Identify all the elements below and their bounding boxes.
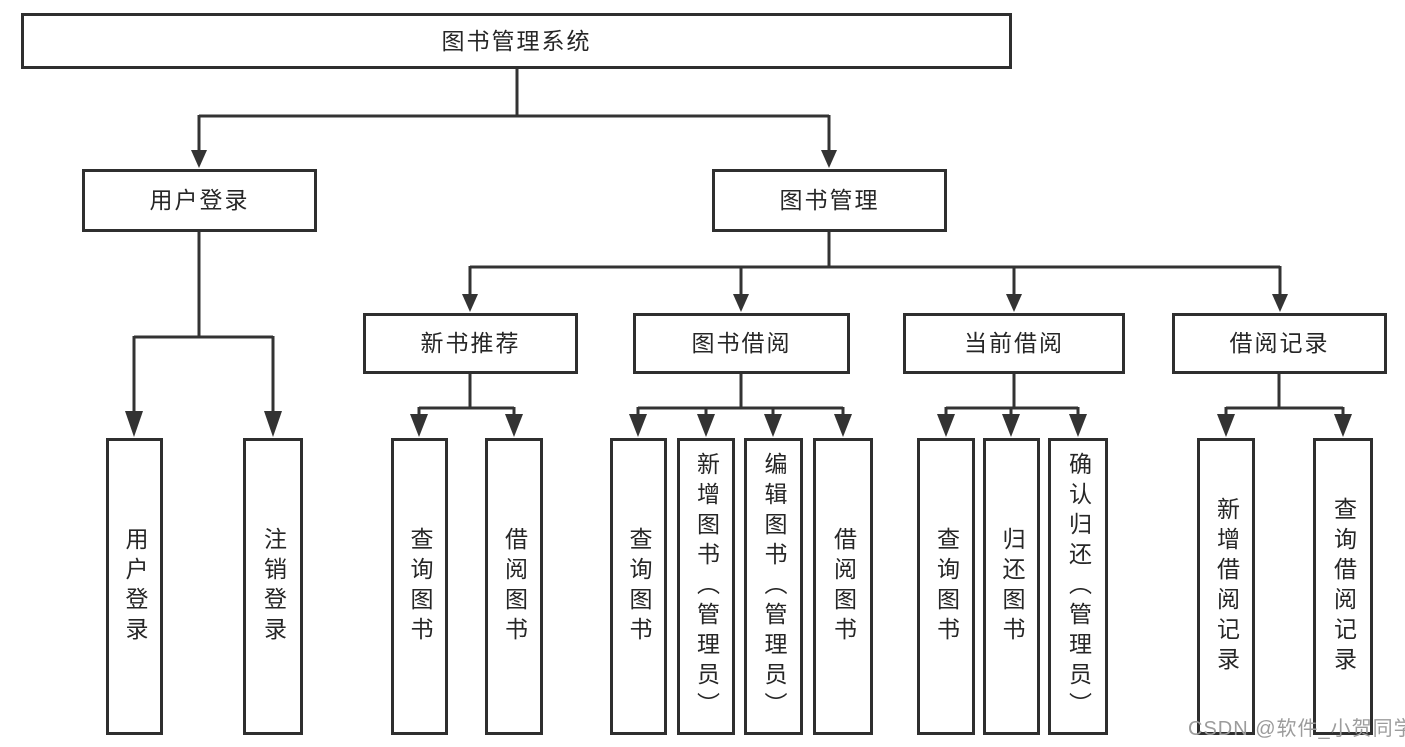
node-book-borrow-label: 图书借阅 xyxy=(691,330,792,356)
arrowhead-down-icon xyxy=(1006,294,1022,312)
node-current-borrow-label: 当前借阅 xyxy=(964,330,1064,356)
arrowhead-down-icon xyxy=(410,414,428,437)
arrowhead-down-icon xyxy=(1002,414,1020,437)
arrowhead-down-icon xyxy=(1334,414,1352,437)
arrowhead-down-icon xyxy=(764,414,782,437)
leaf-edit-book: 编辑图书（管理员） xyxy=(744,438,803,735)
arrowhead-down-icon xyxy=(1217,414,1235,437)
arrowhead-down-icon xyxy=(834,414,852,437)
node-user-login-label: 用户登录 xyxy=(149,187,250,213)
branch-line xyxy=(944,374,1080,416)
leaf-return-book: 归还图书 xyxy=(983,438,1040,735)
connector-current-borrow-branch xyxy=(937,374,1087,437)
leaf-edit-book-label: 编辑图书（管理员） xyxy=(761,451,787,722)
leaf-query-record-label: 查询借阅记录 xyxy=(1330,496,1357,677)
connector-user-login-branch xyxy=(125,232,282,437)
branch-line xyxy=(1224,374,1345,416)
leaf-query-book-borrow-label: 查询图书 xyxy=(626,526,652,647)
branch-line xyxy=(468,232,1282,296)
branch-line xyxy=(417,374,516,416)
branch-line xyxy=(197,68,831,152)
node-book-mgmt-label: 图书管理 xyxy=(779,187,880,213)
leaf-add-book-label: 新增图书（管理员） xyxy=(693,451,720,722)
watermark: CSDN @软件_小贺同学 xyxy=(1188,718,1405,740)
leaf-borrow-book-newrec-label: 借阅图书 xyxy=(501,526,528,647)
node-root-label: 图书管理系统 xyxy=(441,27,592,54)
leaf-borrow-book-newrec: 借阅图书 xyxy=(485,438,543,735)
leaf-confirm-return: 确认归还（管理员） xyxy=(1048,438,1108,735)
arrowhead-down-icon xyxy=(821,150,837,168)
arrowhead-down-icon xyxy=(629,414,647,437)
arrowhead-down-icon xyxy=(733,294,749,312)
node-root: 图书管理系统 xyxy=(21,13,1012,69)
node-book-borrow: 图书借阅 xyxy=(633,313,850,374)
leaf-query-book-borrow: 查询图书 xyxy=(610,438,667,735)
node-new-book-rec-label: 新书推荐 xyxy=(420,330,521,356)
leaf-add-record: 新增借阅记录 xyxy=(1197,438,1255,735)
arrowhead-down-icon xyxy=(125,411,143,437)
arrowhead-down-icon xyxy=(697,414,715,437)
leaf-query-book-newrec: 查询图书 xyxy=(391,438,448,735)
connector-new-book-branch xyxy=(410,374,523,437)
connector-borrow-records-branch xyxy=(1217,374,1352,437)
arrowhead-down-icon xyxy=(264,411,282,437)
leaf-confirm-return-label: 确认归还（管理员） xyxy=(1065,451,1092,722)
node-borrow-records-label: 借阅记录 xyxy=(1229,330,1330,356)
arrowhead-down-icon xyxy=(191,150,207,168)
leaf-add-book: 新增图书（管理员） xyxy=(677,438,735,735)
arrowhead-down-icon xyxy=(937,414,955,437)
arrowhead-down-icon xyxy=(505,414,523,437)
leaf-query-book-newrec-label: 查询图书 xyxy=(407,526,433,647)
connector-book-mgmt-branch xyxy=(462,232,1288,312)
leaf-logout: 注销登录 xyxy=(243,438,303,735)
leaf-user-login: 用户登录 xyxy=(106,438,163,735)
node-user-login: 用户登录 xyxy=(82,169,317,232)
branch-line xyxy=(636,374,845,416)
branch-line xyxy=(132,232,275,414)
leaf-query-record: 查询借阅记录 xyxy=(1313,438,1373,735)
connector-book-borrow-branch xyxy=(629,374,852,437)
arrowhead-down-icon xyxy=(1069,414,1087,437)
arrowhead-down-icon xyxy=(462,294,478,312)
node-current-borrow: 当前借阅 xyxy=(903,313,1125,374)
node-book-mgmt: 图书管理 xyxy=(712,169,947,232)
connector-root-branch xyxy=(191,68,837,168)
arrowhead-down-icon xyxy=(1272,294,1288,312)
node-borrow-records: 借阅记录 xyxy=(1172,313,1387,374)
leaf-add-record-label: 新增借阅记录 xyxy=(1213,496,1240,677)
leaf-borrow-book-borrow-label: 借阅图书 xyxy=(830,526,857,647)
leaf-borrow-book-borrow: 借阅图书 xyxy=(813,438,873,735)
leaf-user-login-label: 用户登录 xyxy=(122,526,148,647)
node-new-book-rec: 新书推荐 xyxy=(363,313,578,374)
leaf-logout-label: 注销登录 xyxy=(260,526,287,647)
leaf-query-book-current-label: 查询图书 xyxy=(933,526,960,647)
leaf-return-book-label: 归还图书 xyxy=(999,526,1025,647)
leaf-query-book-current: 查询图书 xyxy=(917,438,975,735)
